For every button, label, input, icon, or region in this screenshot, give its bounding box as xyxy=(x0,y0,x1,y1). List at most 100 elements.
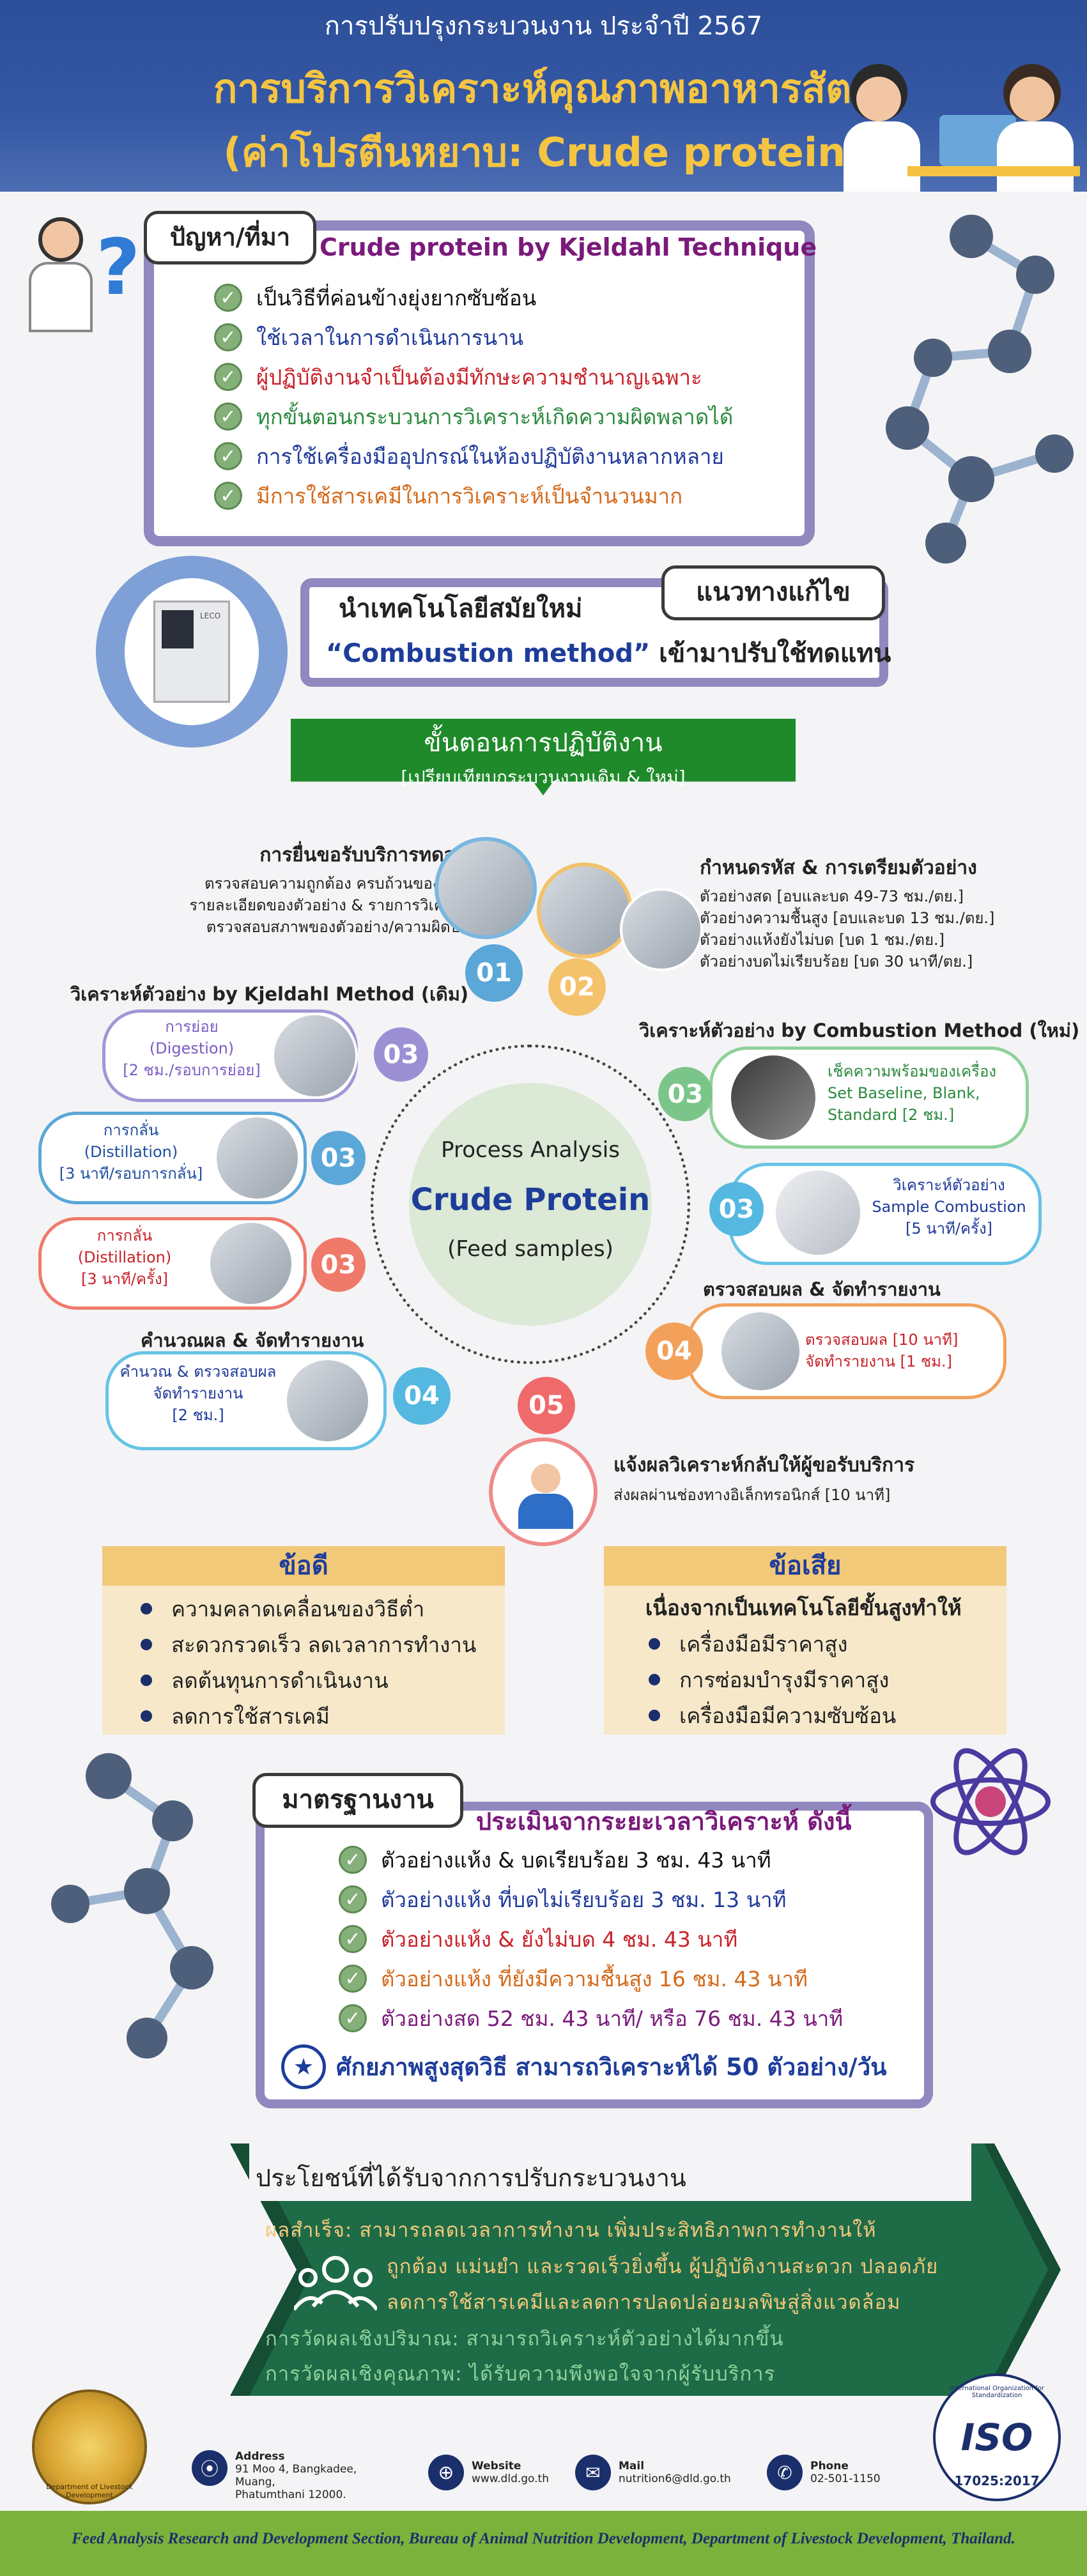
iso-ring-text: International Organization for Standardi… xyxy=(950,2385,1044,2399)
solution-line2: “Combustion method” เข้ามาปรับใช้ทดแทน xyxy=(326,632,891,673)
cons-list: เครื่องมือมีราคาสูง การซ่อมบำรุงมีราคาสู… xyxy=(649,1626,994,1733)
solution-line1: นำเทคโนโลยีสมัยใหม่ xyxy=(339,594,583,624)
check-icon: ✓ xyxy=(214,323,242,351)
step01-photo xyxy=(435,837,537,939)
step04-new-line: ตรวจสอบผล [10 นาที] xyxy=(805,1331,959,1349)
address-block: ⦿ Address 91 Moo 4, Bangkadee, Muang, Ph… xyxy=(192,2450,357,2501)
check-icon: ✓ xyxy=(214,363,242,391)
benefit-line: การวัดผลเชิงปริมาณ: สามารถวิเคราะห์ตัวอย… xyxy=(265,2327,784,2350)
distillation1-line: (Distillation) xyxy=(84,1143,178,1161)
analysis-line: Sample Combustion xyxy=(872,1198,1026,1216)
scientists-illustration xyxy=(844,45,1080,192)
phone-number[interactable]: 02-501-1150 xyxy=(810,2472,881,2485)
step02-line: ตัวอย่างแห้งยังไม่บด [บด 1 ชม./ตย.] xyxy=(700,931,945,949)
benefits-title: ประโยชน์ที่ได้รับจากการปรับกระบวนงาน xyxy=(256,2164,686,2192)
footer-text: Feed Analysis Research and Development S… xyxy=(72,2530,1015,2547)
capacity-text: ศักยภาพสูงสุดวิธี สามารถวิเคราะห์ได้ 50 … xyxy=(336,2053,887,2081)
check-icon: ✓ xyxy=(339,1965,367,1993)
address-line: Phatumthani 12000. xyxy=(235,2488,346,2501)
website-link[interactable]: www.dld.go.th xyxy=(472,2472,550,2485)
mail-icon: ✉ xyxy=(575,2455,611,2490)
step04-old-line: [2 ชม.] xyxy=(172,1406,224,1424)
step01-text: การยื่นขอรับบริการทดสอบ ตรวจสอบความถูกต้… xyxy=(96,840,479,938)
step04-old-photo xyxy=(284,1358,371,1444)
standard-item: ตัวอย่างสด 52 ชม. 43 นาที/ หรือ 76 ชม. 4… xyxy=(381,2005,844,2031)
website-label: Website xyxy=(472,2460,521,2472)
process-center xyxy=(409,1083,652,1326)
step04-new-badge: 04 xyxy=(645,1322,703,1380)
website-block: ⊕ Website www.dld.go.th xyxy=(428,2455,549,2490)
problem-item: มีการใช้สารเคมีในการวิเคราะห์เป็นจำนวนมา… xyxy=(256,483,683,509)
step04-old-text: คำนวณ & ตรวจสอบผล จัดทำรายงาน [2 ชม.] xyxy=(112,1361,284,1426)
pros-item: ลดการใช้สารเคมี xyxy=(171,1703,330,1729)
step04-new-text: ตรวจสอบผล [10 นาที] จัดทำรายงาน [1 ชม.] xyxy=(805,1329,997,1372)
step02-title: กำหนดรหัส & การเตรียมตัวอย่าง xyxy=(700,857,977,879)
bullet-icon xyxy=(649,1674,660,1685)
standard-item: ตัวอย่างแห้ง ที่ยังมีความชื้นสูง 16 ชม. … xyxy=(381,1966,808,1991)
bullet-icon xyxy=(649,1638,660,1650)
standard-heading: ประเมินจากระยะเวลาวิเคราะห์ ดังนี้ xyxy=(476,1807,852,1836)
setup-text: เช็คความพร้อมของเครื่อง Set Baseline, Bl… xyxy=(828,1061,1019,1126)
atom-icon xyxy=(927,1738,1054,1866)
pros-item: ลดต้นทุนการดำเนินงาน xyxy=(171,1667,389,1693)
distillation2-text: การกลั่น (Distillation) [3 นาที/ครั้ง] xyxy=(51,1225,198,1290)
step02-badge: 02 xyxy=(548,958,606,1016)
check-icon: ✓ xyxy=(339,1846,367,1874)
benefit-line: การวัดผลเชิงคุณภาพ: ได้รับความพึงพอใจจาก… xyxy=(265,2363,776,2386)
footer-bar xyxy=(0,2511,1087,2576)
pros-list: ความคลาดเคลื่อนของวิธีต่ำ สะดวกรวดเร็ว ล… xyxy=(141,1591,498,1734)
distillation1-line: [3 นาที/รอบการกลั่น] xyxy=(59,1165,203,1183)
mail-link[interactable]: nutrition6@dld.go.th xyxy=(619,2472,731,2485)
distillation2-line: การกลั่น xyxy=(96,1227,153,1245)
step01-title: การยื่นขอรับบริการทดสอบ xyxy=(259,844,479,866)
setup-line: Set Baseline, Blank, xyxy=(828,1084,980,1102)
step02-line: ตัวอย่างบดไม่เรียบร้อย [บด 30 นาที/ตย.] xyxy=(700,953,973,970)
distillation2-photo xyxy=(208,1220,294,1307)
molecule-decoration-left xyxy=(26,1738,256,2096)
pros-item: ความคลาดเคลื่อนของวิธีต่ำ xyxy=(171,1596,425,1621)
problem-list: ✓เป็นวิธีที่ค่อนข้างยุ่งยากซับซ้อน ✓ใช้เ… xyxy=(214,278,789,516)
combustion-analyzer-image: LECO xyxy=(125,578,259,725)
benefit-line: ผลสำเร็จ: สามารถลดเวลาการทำงาน เพิ่มประส… xyxy=(265,2219,877,2242)
dld-logo-text: Department of Livestock Development xyxy=(46,2483,133,2499)
address-line: Muang, xyxy=(235,2476,275,2488)
step04-new-photo xyxy=(719,1310,802,1393)
problem-item: การใช้เครื่องมืออุปกรณ์ในห้องปฏิบัติงานห… xyxy=(256,443,724,469)
cons-item: เครื่องมือมีความซับซ้อน xyxy=(679,1703,897,1728)
check-icon: ✓ xyxy=(214,402,242,431)
step01-line: ตรวจสอบสภาพของตัวอย่าง/ความผิดปกติ xyxy=(206,918,479,936)
analysis-text: วิเคราะห์ตัวอย่าง Sample Combustion [5 น… xyxy=(863,1174,1035,1239)
standard-item: ตัวอย่างแห้ง & ยังไม่บด 4 ชม. 43 นาที xyxy=(381,1926,738,1952)
digestion-text: การย่อย (Digestion) [2 ชม./รอบการย่อย] xyxy=(112,1016,272,1081)
standard-list: ✓ ตัวอย่างแห้ง & บดเรียบร้อย 3 ชม. 43 นาท… xyxy=(339,1840,901,2038)
solution-line2-rest: เข้ามาปรับใช้ทดแทน xyxy=(650,639,891,668)
cons-item: การซ่อมบำรุงมีราคาสูง xyxy=(679,1667,890,1692)
check-icon: ✓ xyxy=(214,482,242,510)
standard-item: ตัวอย่างแห้ง & บดเรียบร้อย 3 ชม. 43 นาที xyxy=(381,1847,771,1873)
step04-new-title: ตรวจสอบผล & จัดทำรายงาน xyxy=(703,1278,941,1300)
step04-old-line: จัดทำรายงาน xyxy=(153,1384,243,1402)
question-scientist-illustration: ? xyxy=(26,211,141,339)
benefit-line: ลดการใช้สารเคมีและลดการปลดปล่อยมลพิษสู่ส… xyxy=(387,2291,901,2314)
bullet-icon xyxy=(649,1710,660,1721)
phone-icon: ✆ xyxy=(767,2455,803,2490)
molecule-decoration xyxy=(844,211,1080,569)
step04-new-line: จัดทำรายงาน [1 ชม.] xyxy=(805,1353,952,1370)
distillation1-text: การกลั่น (Distillation) [3 นาที/รอบการกล… xyxy=(48,1119,214,1184)
bullet-icon xyxy=(141,1675,152,1686)
page-subtitle: (ค่าโปรตีนหยาบ: Crude protein) xyxy=(223,129,864,176)
iso-text: ISO xyxy=(960,2416,1033,2459)
problem-item: ทุกขั้นตอนกระบวนการวิเคราะห์เกิดความผิดพ… xyxy=(256,404,734,429)
device-brand-label: LECO xyxy=(200,611,221,620)
iso-code: 17025:2017 xyxy=(954,2473,1040,2488)
bullet-icon xyxy=(141,1710,152,1722)
step05-line: ส่งผลผ่านช่องทางอิเล็กทรอนิกส์ [10 นาที] xyxy=(613,1486,891,1504)
cons-title: ข้อเสีย xyxy=(604,1546,1006,1586)
cons-intro: เนื่องจากเป็นเทคโนโลยีขั้นสูงทำให้ xyxy=(645,1595,962,1620)
capacity-row: ★ ศักยภาพสูงสุดวิธี สามารถวิเคราะห์ได้ 5… xyxy=(281,2044,887,2089)
process-banner-sub: [เปรียบเทียบกระบวนงานเดิม & ใหม่] xyxy=(401,767,686,788)
standard-tab: มาตรฐานงาน xyxy=(252,1773,463,1828)
problem-tab: ปัญหา/ที่มา xyxy=(144,211,316,264)
dld-logo: Department of Livestock Development xyxy=(32,2389,147,2504)
combustion-method-label: “Combustion method” xyxy=(326,639,651,668)
